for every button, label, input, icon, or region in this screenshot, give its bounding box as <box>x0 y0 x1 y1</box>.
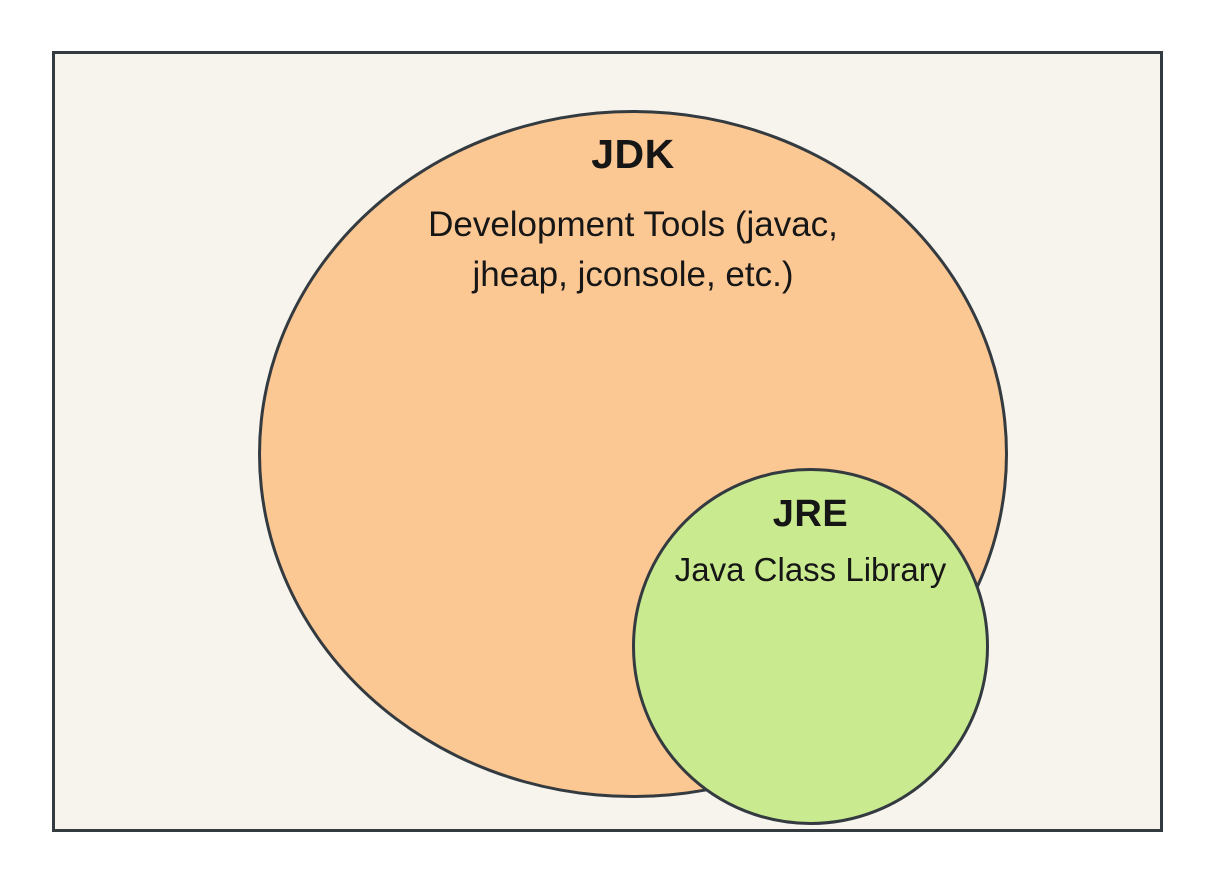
jre-description: Java Class Library <box>674 551 947 588</box>
jdk-title: JDK <box>591 131 675 177</box>
jdk-circle: JDK Development Tools (javac, jheap, jco… <box>258 110 1008 825</box>
jre-circle: JRE Java Class Library JVM <box>632 468 989 825</box>
jdk-description: Development Tools (javac, jheap, jconsol… <box>428 205 838 294</box>
diagram-frame: JDK Development Tools (javac, jheap, jco… <box>52 51 1163 832</box>
jre-title: JRE <box>772 493 849 535</box>
